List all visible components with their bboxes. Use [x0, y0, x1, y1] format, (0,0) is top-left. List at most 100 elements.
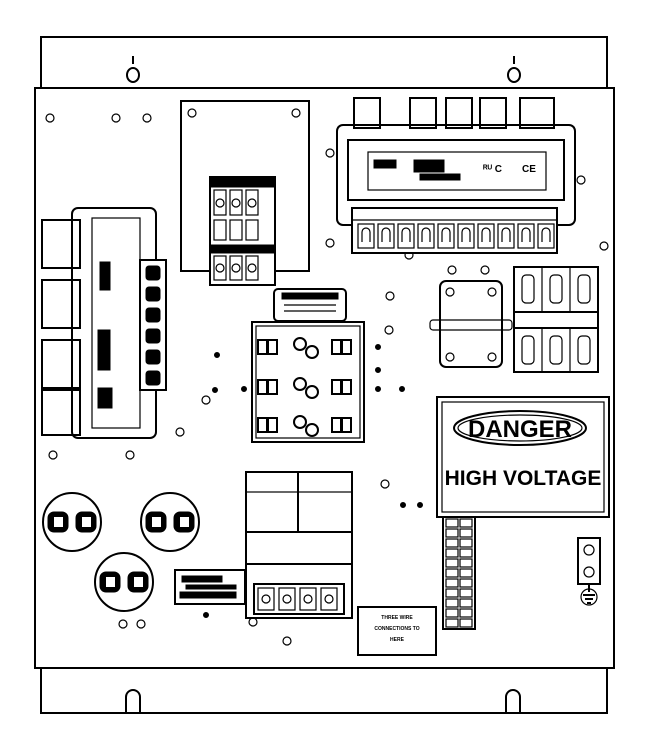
terminal-cell	[477, 223, 495, 249]
relay-knob	[293, 377, 307, 391]
fuse-screw	[215, 198, 225, 208]
relay-terminal	[257, 417, 268, 433]
terminal-screw	[145, 370, 161, 386]
strip-terminal	[445, 618, 459, 628]
relay-terminal	[331, 417, 342, 433]
fuse	[245, 189, 259, 216]
plate-screw	[187, 108, 197, 118]
fuse-slot	[549, 335, 563, 365]
label-marking	[373, 159, 397, 169]
wiring-note: THREE WIRE CONNECTIONS TO HERE	[357, 606, 437, 656]
contactor-terminal	[278, 587, 296, 611]
transformer-lug	[445, 97, 473, 129]
strip-terminal	[459, 518, 473, 528]
contactor-terminal	[257, 587, 275, 611]
fuse-screw	[231, 263, 241, 273]
fuse-screw	[215, 263, 225, 273]
terminal-screw	[145, 307, 161, 323]
mounting-hole	[399, 386, 405, 392]
junction-box-outline	[439, 280, 503, 368]
terminal-screw	[441, 227, 451, 242]
main-contactor	[245, 471, 353, 619]
mounting-hole	[142, 113, 152, 123]
terminal-screw	[381, 227, 391, 242]
strip-terminal	[445, 568, 459, 578]
fuse-screw	[231, 198, 241, 208]
rating-label	[174, 569, 246, 605]
mounting-hole	[375, 344, 381, 350]
strip-terminal	[445, 588, 459, 598]
transformer-lug	[353, 97, 381, 129]
terminal-screw	[361, 227, 371, 242]
relay-terminal	[267, 417, 278, 433]
fuse-slot	[521, 274, 535, 304]
relay-terminal	[341, 339, 352, 355]
round-connectors	[42, 492, 200, 612]
terminal-cell	[417, 223, 435, 249]
strip-terminal	[445, 538, 459, 548]
transformer-lug	[479, 97, 507, 129]
nameplate	[273, 288, 347, 322]
transformer-label	[347, 139, 565, 201]
mounting-hole	[384, 325, 394, 335]
relay-knob	[305, 423, 319, 437]
mounting-hole	[282, 636, 292, 646]
contactor-screw	[303, 594, 313, 604]
mounting-hole	[375, 367, 381, 373]
terminal-screw	[481, 227, 491, 242]
mounting-hole	[400, 502, 406, 508]
contactor-middle	[245, 531, 353, 565]
label-marking	[99, 261, 111, 291]
danger-oval-inner	[457, 414, 583, 442]
box-screw	[445, 352, 455, 362]
fuse	[213, 189, 227, 216]
fuse	[245, 219, 259, 241]
strip-terminal	[445, 518, 459, 528]
mounting-hole	[248, 617, 258, 627]
fuse-block-cap	[209, 176, 276, 188]
connector-pin-hole	[82, 517, 91, 527]
relay-knob	[293, 337, 307, 351]
label-marking	[413, 159, 445, 173]
mounting-hole	[380, 479, 390, 489]
terminal-screw	[541, 227, 551, 242]
mounting-hole	[203, 612, 209, 618]
relay-board-outline	[251, 321, 365, 443]
box-screw	[487, 287, 497, 297]
strip-terminal	[459, 578, 473, 588]
connector-pin-hole	[180, 517, 189, 527]
fuse-slot	[521, 335, 535, 365]
fuse-holder-band	[513, 311, 599, 329]
mounting-hole	[45, 113, 55, 123]
box-screw	[445, 287, 455, 297]
terminal-cell	[357, 223, 375, 249]
connector-pin-hole	[106, 577, 115, 587]
terminal-screw	[461, 227, 471, 242]
transformer-label-inner	[367, 151, 547, 191]
strip-terminal	[459, 548, 473, 558]
transformer-lug	[519, 97, 555, 129]
contactor-terminal-bar	[253, 583, 345, 615]
terminal-screw	[501, 227, 511, 242]
contactor-terminal	[320, 587, 338, 611]
contactor-housing	[41, 339, 81, 389]
contactor-housing	[41, 279, 81, 329]
fuse	[213, 255, 227, 281]
relay-terminal	[341, 379, 352, 395]
ce-mark: CE	[522, 164, 536, 175]
mounting-hole	[241, 386, 247, 392]
mounting-hole	[48, 450, 58, 460]
nameplate-band	[281, 292, 339, 300]
keyhole-icon	[126, 56, 141, 83]
terminal-cell	[397, 223, 415, 249]
terminal-screw	[521, 227, 531, 242]
fuse-slot	[549, 274, 563, 304]
relay-terminal	[267, 339, 278, 355]
fuse	[229, 189, 243, 216]
terminal-plate	[180, 100, 310, 286]
mounting-hole	[385, 291, 395, 301]
mounting-hole	[125, 450, 135, 460]
mounting-hole	[201, 395, 211, 405]
